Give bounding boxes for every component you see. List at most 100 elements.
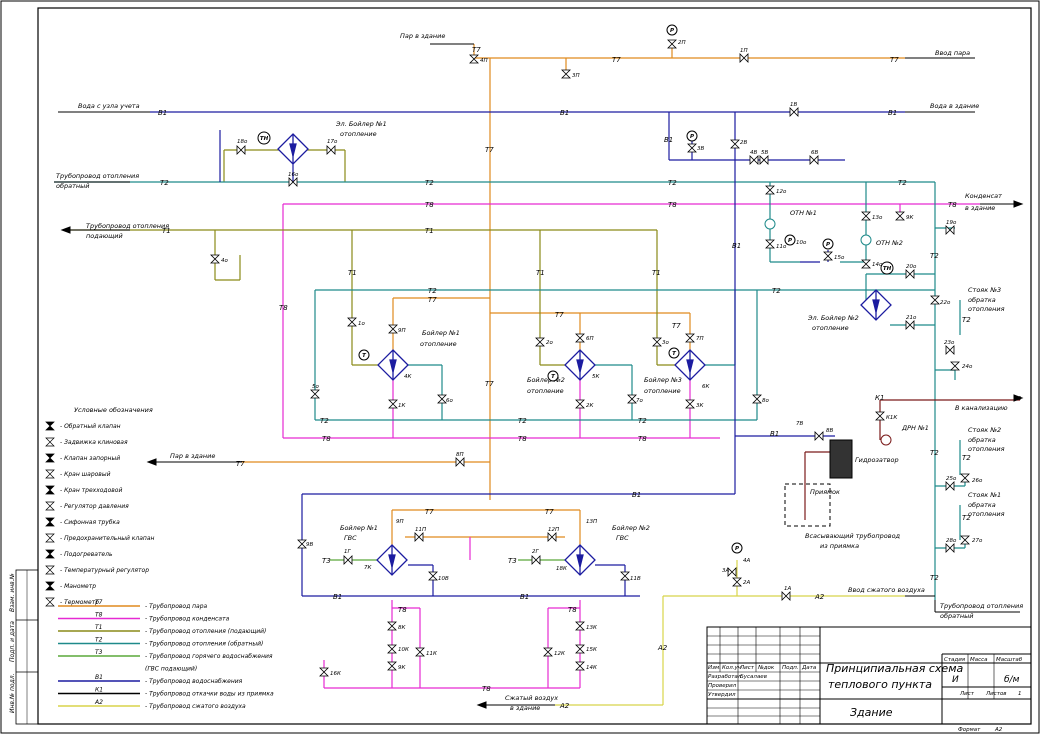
legend-pipe-label: - Трубопровод конденсата	[145, 616, 230, 623]
tag-1a: 1А	[784, 586, 791, 592]
label-t7-a: Т7	[472, 46, 481, 54]
manometer-4a	[731, 542, 743, 554]
tb-col-mass: Масса	[970, 657, 988, 663]
valve-19o	[945, 225, 955, 235]
legend-pipe-label: - Трубопровод сжатого воздуха	[145, 703, 246, 710]
flow-stoyak3c: отопления	[968, 305, 1005, 313]
label-t8-h: Т8	[398, 606, 407, 614]
valve-8k	[387, 621, 397, 631]
eq-gvs-1b: ГВС	[344, 534, 357, 542]
label-t8-i: Т8	[568, 606, 577, 614]
stamp-inv-podl: Инв.№ подл.	[9, 673, 16, 713]
eq-el-boiler-2b: отопление	[812, 324, 849, 332]
valve-8p	[455, 457, 465, 467]
tb-title-2: теплового пункта	[828, 678, 932, 691]
tag-1o: 1о	[358, 321, 365, 327]
label-t2-h: Т2	[518, 417, 527, 425]
valve-11k	[415, 647, 425, 657]
valve-12p	[547, 532, 557, 542]
tag-9p2: 9П	[396, 519, 404, 525]
label-t1-b: Т1	[425, 227, 434, 235]
tag-3k: 3К	[696, 403, 704, 409]
legend-pipe-code: Т8	[95, 612, 103, 619]
tag-13o: 13о	[872, 215, 883, 221]
label-t2-l: Т2	[930, 449, 939, 457]
tb-role-approve: Утвердил	[708, 692, 736, 698]
valve-1v	[789, 107, 799, 117]
thermometer-3	[668, 347, 680, 359]
valve-8o	[752, 394, 762, 404]
tag-1v: 1В	[790, 102, 797, 108]
valve-22o	[930, 295, 940, 305]
valve-14o	[861, 259, 871, 269]
thermometer-2	[547, 370, 559, 382]
label-t2-c: Т2	[668, 179, 677, 187]
valve-20o	[905, 269, 915, 279]
label-t2-o: Т2	[930, 574, 939, 582]
label-t3-a: Т3	[322, 557, 331, 565]
tb-scale-value: б/м	[1004, 675, 1020, 685]
valve-25o	[945, 481, 955, 491]
tag-13p: 13П	[586, 519, 597, 525]
tag-2o: 2о	[546, 340, 553, 346]
valve-24o	[950, 361, 960, 371]
tag-1p: 1П	[740, 48, 748, 54]
eq-gvs-1: Бойлер №1	[340, 524, 378, 532]
tag-14o: 14о	[872, 262, 883, 268]
thermometer-1-glyph: Т	[362, 353, 367, 359]
tag-2v: 2В	[740, 140, 747, 146]
eq-gidrozatvor: Гидрозатвор	[855, 456, 899, 464]
eq-el-boiler-1b: отопление	[340, 130, 377, 138]
valve-28o	[945, 543, 955, 553]
tag-8k: 8К	[398, 625, 406, 631]
check-valve-icon	[45, 421, 55, 431]
temp-regulator-1	[257, 131, 271, 145]
tag-12o: 12о	[776, 189, 787, 195]
flow-vvod-szh: Ввод сжатого воздуха	[848, 586, 925, 594]
valve-15o	[823, 251, 833, 261]
valve-11v	[620, 571, 630, 581]
stop-valve-icon	[45, 453, 55, 463]
flow-szh-vozduh: Сжатый воздух	[505, 694, 558, 702]
flow-tp-pod2: подающий	[86, 232, 123, 240]
tb-role-dev: Разработал	[708, 674, 742, 680]
label-b1-f: В1	[770, 430, 779, 438]
legend-symbol-label: - Подогреватель	[60, 551, 113, 558]
temp-regulator-2-glyph: ТН	[883, 266, 892, 272]
flow-stoyak1c: отопления	[968, 510, 1005, 518]
tag-11v: 11В	[630, 576, 641, 582]
label-t2-e: Т2	[428, 287, 437, 295]
valve-1gvs	[343, 555, 353, 565]
tag-5o: 5о	[312, 384, 319, 390]
valve-2gvs	[531, 555, 541, 565]
tag-18o: 18о	[237, 139, 248, 145]
heat-exchanger-gvs-2	[564, 544, 596, 576]
drain-tube-icon	[45, 517, 55, 527]
valve-17o	[326, 145, 336, 155]
legend-pipe-code: В1	[95, 674, 103, 681]
pump-drn-1	[880, 434, 892, 446]
tb-ndok: №док	[757, 665, 775, 671]
legend-pipe-code: К1	[95, 687, 103, 694]
tb-object: Здание	[850, 706, 893, 719]
tag-6k: 6К	[702, 384, 710, 390]
legend-pipe-label: - Трубопровод отопления (подающий)	[145, 628, 266, 635]
label-t2-m: Т2	[962, 454, 971, 462]
valve-12k	[543, 647, 553, 657]
label-t8-g: Т8	[638, 435, 647, 443]
label-t7-k: Т7	[545, 508, 554, 516]
pumps-and-instruments	[257, 24, 894, 554]
tb-col-stage: Стадия	[944, 657, 966, 663]
thermometer-3-glyph: Т	[672, 351, 677, 357]
tag-12p: 12П	[548, 527, 559, 533]
tag-1k: 1К	[398, 403, 406, 409]
tag-8p: 8П	[456, 452, 464, 458]
valve-26o	[960, 473, 970, 483]
manometer-4a-glyph: Р	[735, 546, 739, 552]
tag-2k: 2К	[586, 403, 594, 409]
tag-8o: 8о	[762, 398, 769, 404]
valve-4v	[749, 155, 759, 165]
tag-3p: 3П	[572, 73, 580, 79]
stamp-vzam-inv: Взам. инв.№	[9, 573, 16, 612]
legend-symbol-label: - Манометр	[60, 583, 96, 590]
